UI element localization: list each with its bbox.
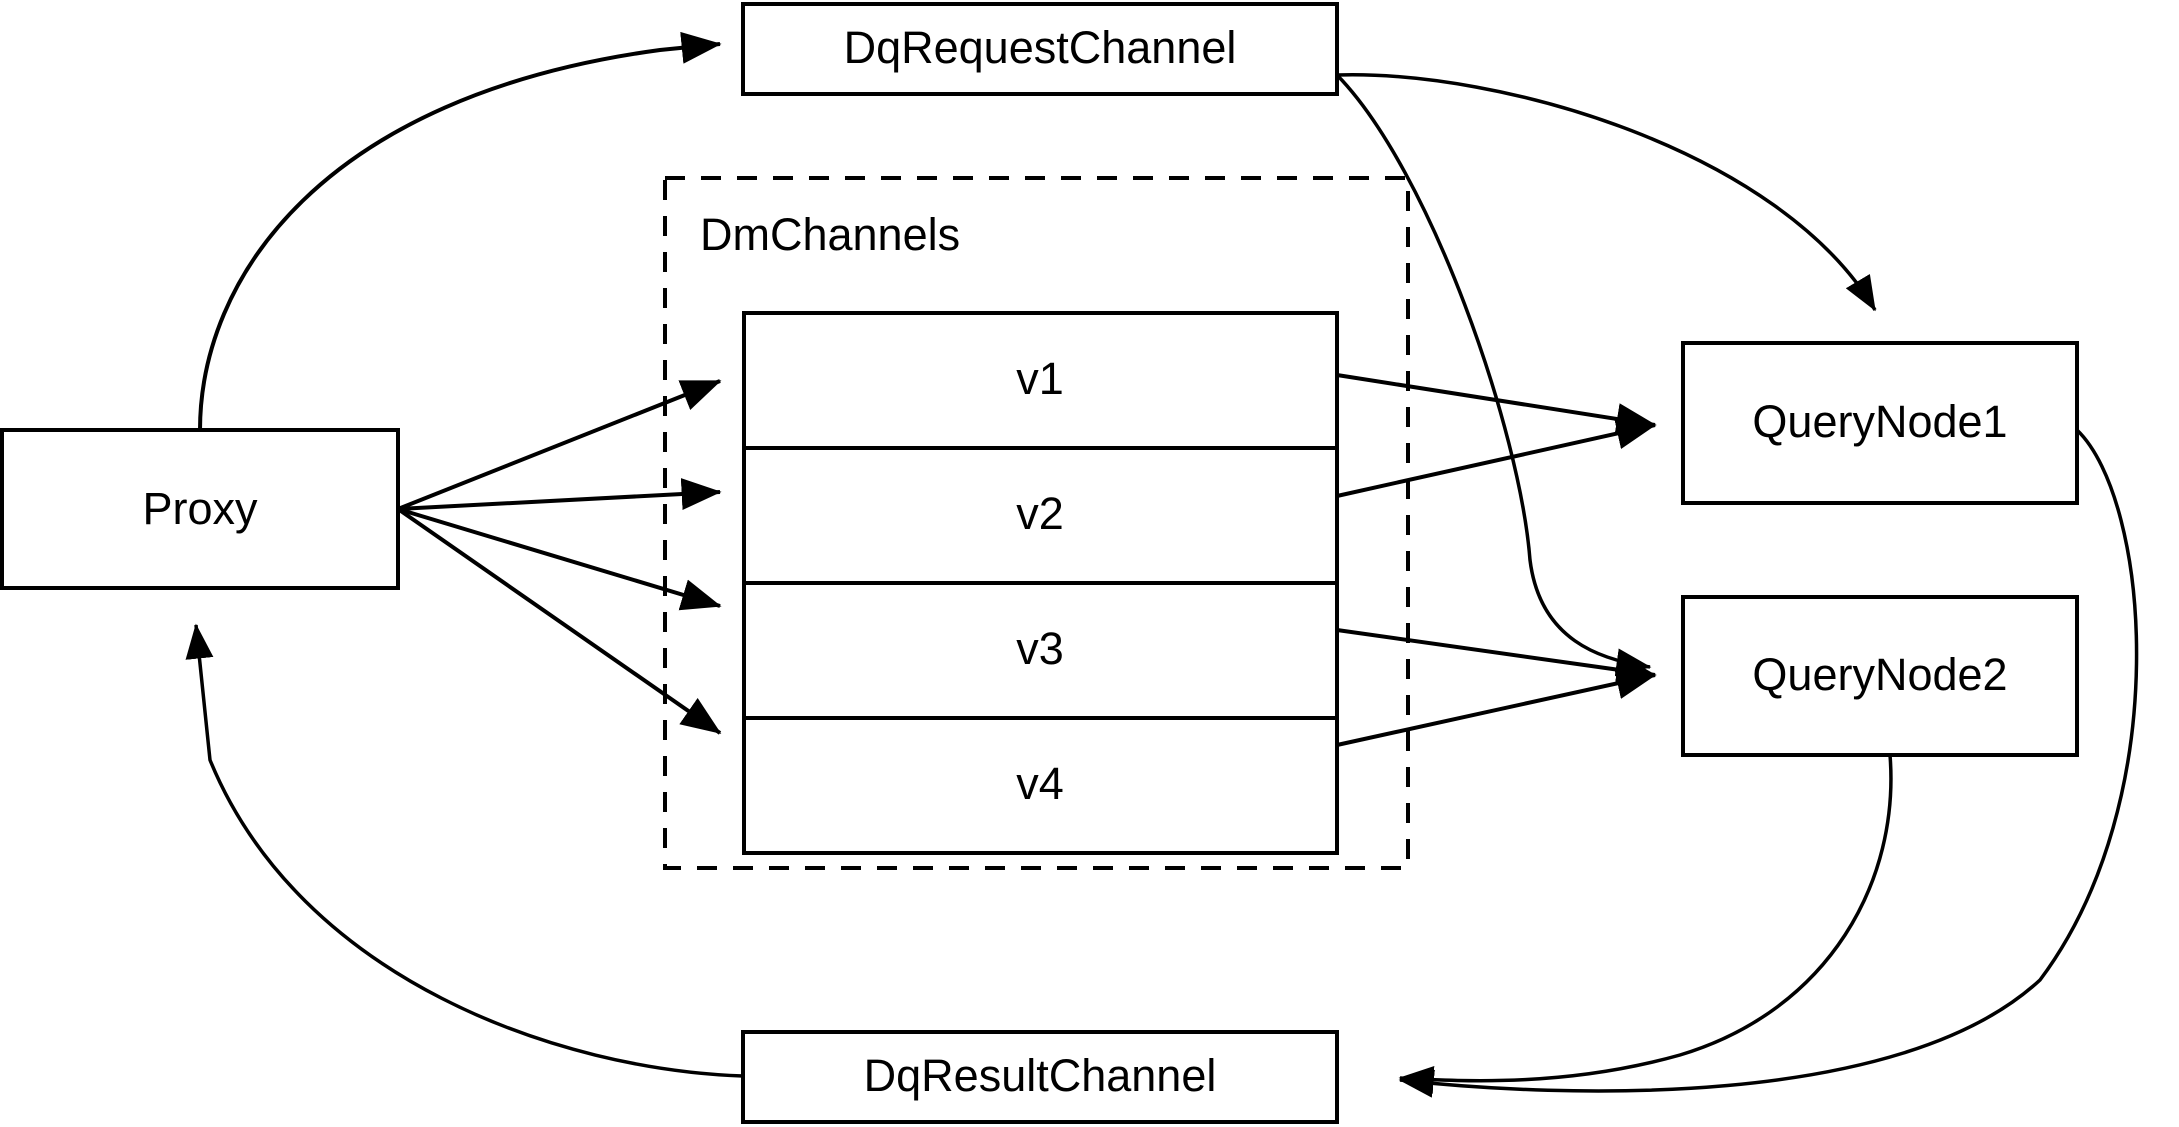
node-proxy[interactable]: Proxy	[0, 428, 400, 590]
dmchannels-group-label: DmChannels	[700, 209, 960, 260]
edge-dqrequestchannel-to-querynode1	[1336, 73, 1877, 312]
dqrequestchannel-box[interactable]	[741, 2, 1339, 96]
dmchannel-row-v4[interactable]: v4	[1016, 758, 1064, 809]
node-querynode2[interactable]: QueryNode2	[1681, 595, 2079, 757]
edge-v4-to-querynode2	[1336, 667, 1657, 747]
node-querynode1[interactable]: QueryNode1	[1681, 341, 2079, 505]
node-dqresultchannel[interactable]: DqResultChannel	[741, 1030, 1339, 1124]
querynode1-label: QueryNode1	[1752, 396, 2007, 447]
edge-dqresultchannel-to-proxy	[185, 623, 744, 1078]
dqresultchannel-box[interactable]	[741, 1030, 1339, 1124]
edge-dqrequestchannel-to-querynode2	[1335, 73, 1652, 677]
dmchannel-row-v1[interactable]: v1	[1016, 353, 1064, 404]
dmchannel-row-v2[interactable]: v2	[1016, 488, 1064, 539]
proxy-box[interactable]	[0, 428, 400, 590]
querynode1-box[interactable]	[1681, 341, 2079, 505]
dmchannels-group: DmChannels	[663, 176, 1410, 870]
dmchannel-row-v3[interactable]: v3	[1016, 623, 1064, 674]
edge-proxy-to-v1	[397, 379, 722, 511]
querynode2-label: QueryNode2	[1752, 649, 2007, 700]
node-dqrequestchannel[interactable]: DqRequestChannel	[741, 2, 1339, 96]
edge-v3-to-querynode2	[1336, 628, 1657, 686]
edge-proxy-to-v2	[397, 478, 722, 511]
edge-v1-to-querynode1	[1336, 373, 1657, 435]
edge-v2-to-querynode1	[1336, 417, 1657, 498]
edge-proxy-to-v4	[396, 507, 722, 735]
dqresultchannel-label: DqResultChannel	[864, 1050, 1217, 1101]
proxy-label: Proxy	[142, 483, 258, 534]
dmchannels-table: v1 v2 v3 v4	[742, 311, 1339, 855]
edge-proxy-to-v3	[397, 507, 722, 611]
dqrequestchannel-label: DqRequestChannel	[844, 22, 1237, 73]
querynode2-box[interactable]	[1681, 595, 2079, 757]
edge-querynode2-to-dqresultchannel	[1398, 754, 1893, 1094]
edge-proxy-to-dqrequestchannel	[198, 31, 722, 431]
dmchannels-group-border	[663, 176, 1410, 870]
edge-querynode1-to-dqresultchannel	[1398, 428, 2139, 1098]
